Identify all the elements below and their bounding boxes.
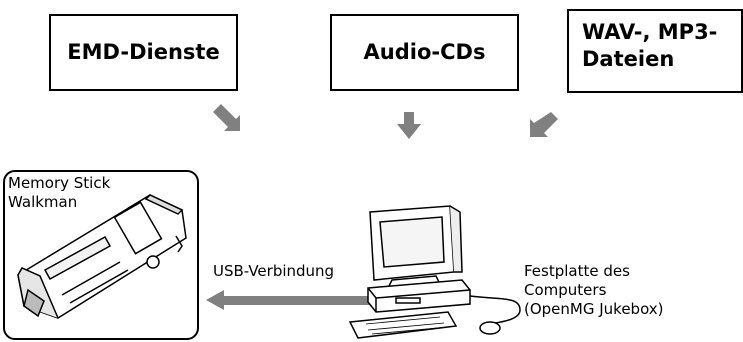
device-label: Memory Stick Walkman [8,174,110,212]
source-label-audio-cd: Audio-CDs [363,40,486,64]
storage-label-line1: Festplatte des [524,262,630,280]
device-label-line1: Memory Stick [8,174,111,192]
arrow-cd-icon [397,112,421,139]
source-box-audio-cd: Audio-CDs [330,14,519,91]
storage-label-line3: (OpenMG Jukebox) [524,300,664,318]
arrow-emd-icon [213,104,240,131]
storage-label: Festplatte des Computers (OpenMG Jukebox… [524,262,664,319]
arrow-wav-icon [530,112,558,137]
source-label-emd: EMD-Dienste [67,40,220,64]
storage-label-line2: Computers [524,281,607,299]
source-label-wav-line2: Dateien [582,47,675,71]
source-box-emd: EMD-Dienste [49,14,238,91]
source-box-wav-mp3: WAV-, MP3- Dateien [567,9,743,93]
walkman-frame [3,170,199,340]
walkman-icon [17,194,187,319]
usb-connection-label: USB-Verbindung [213,262,335,280]
usb-arrow-icon [206,290,372,310]
device-label-line2: Walkman [8,193,78,211]
source-label-wav-line1: WAV-, MP3- [582,20,718,44]
computer-icon [348,205,521,339]
